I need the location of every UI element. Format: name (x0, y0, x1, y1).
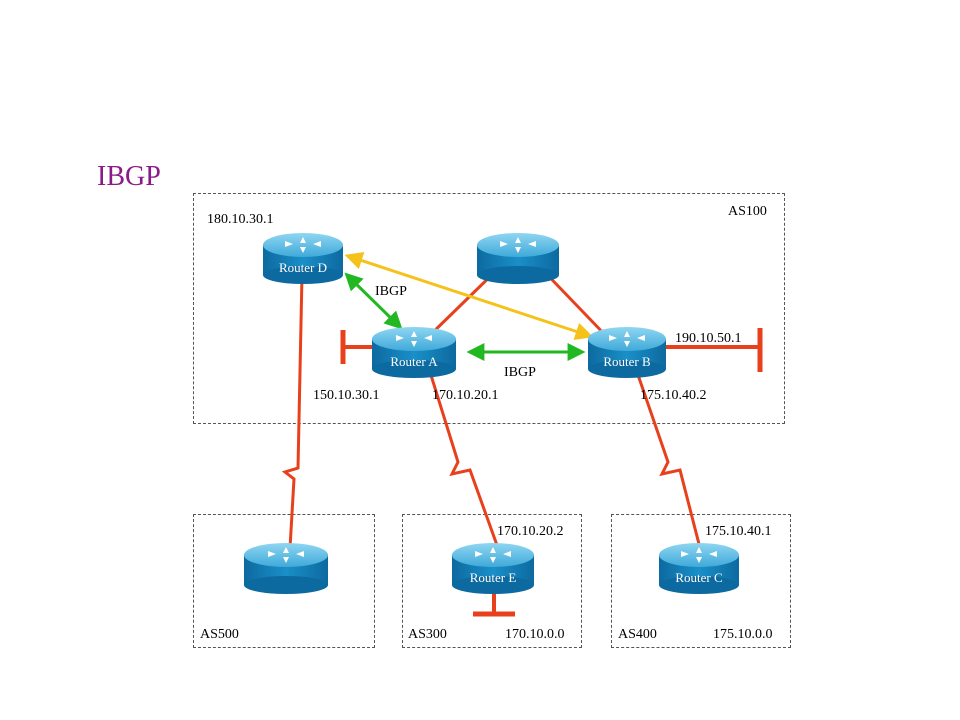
router-top-icon (477, 233, 559, 284)
ibgp-label-d-a: IBGP (375, 284, 407, 299)
router-a-icon (372, 327, 456, 378)
ibgp-arrow-d-b (344, 251, 594, 341)
router-d-label: Router D (279, 260, 327, 275)
router-c-label: Router C (675, 570, 722, 585)
router-e-label: Router E (470, 570, 517, 585)
addr-router-b-up: 190.10.50.1 (675, 331, 742, 346)
addr-router-a-left: 150.10.30.1 (313, 388, 380, 403)
as500-label: AS500 (200, 627, 239, 642)
addr-router-d: 180.10.30.1 (207, 212, 274, 227)
net-as400: 175.10.0.0 (713, 627, 773, 642)
as300-boundary (402, 514, 582, 648)
addr-router-e-up: 170.10.20.2 (497, 524, 564, 539)
as400-label: AS400 (618, 627, 657, 642)
router-b-icon (588, 327, 666, 378)
router-a-label: Router A (390, 354, 438, 369)
ibgp-arrow-d-a (344, 272, 403, 330)
router-as500-icon (244, 543, 328, 594)
addr-router-b-down: 175.10.40.2 (640, 388, 707, 403)
serial-link-a-e (428, 371, 500, 549)
router-d-icon (263, 233, 343, 284)
as500-boundary (193, 514, 375, 648)
addr-router-a-right: 170.10.20.1 (432, 388, 499, 403)
as100-label: AS100 (728, 204, 767, 219)
addr-router-c-up: 175.10.40.1 (705, 524, 772, 539)
diagram-title: IBGP (97, 161, 161, 192)
as100-boundary (193, 193, 785, 424)
as400-boundary (611, 514, 791, 648)
router-e-icon (452, 543, 534, 594)
router-c-icon (659, 543, 739, 594)
net-as300: 170.10.0.0 (505, 627, 565, 642)
serial-link-b-c (635, 371, 702, 549)
ibgp-label-a-b: IBGP (504, 365, 536, 380)
serial-link-d-as500 (281, 274, 304, 549)
router-b-label: Router B (603, 354, 651, 369)
as300-label: AS300 (408, 627, 447, 642)
